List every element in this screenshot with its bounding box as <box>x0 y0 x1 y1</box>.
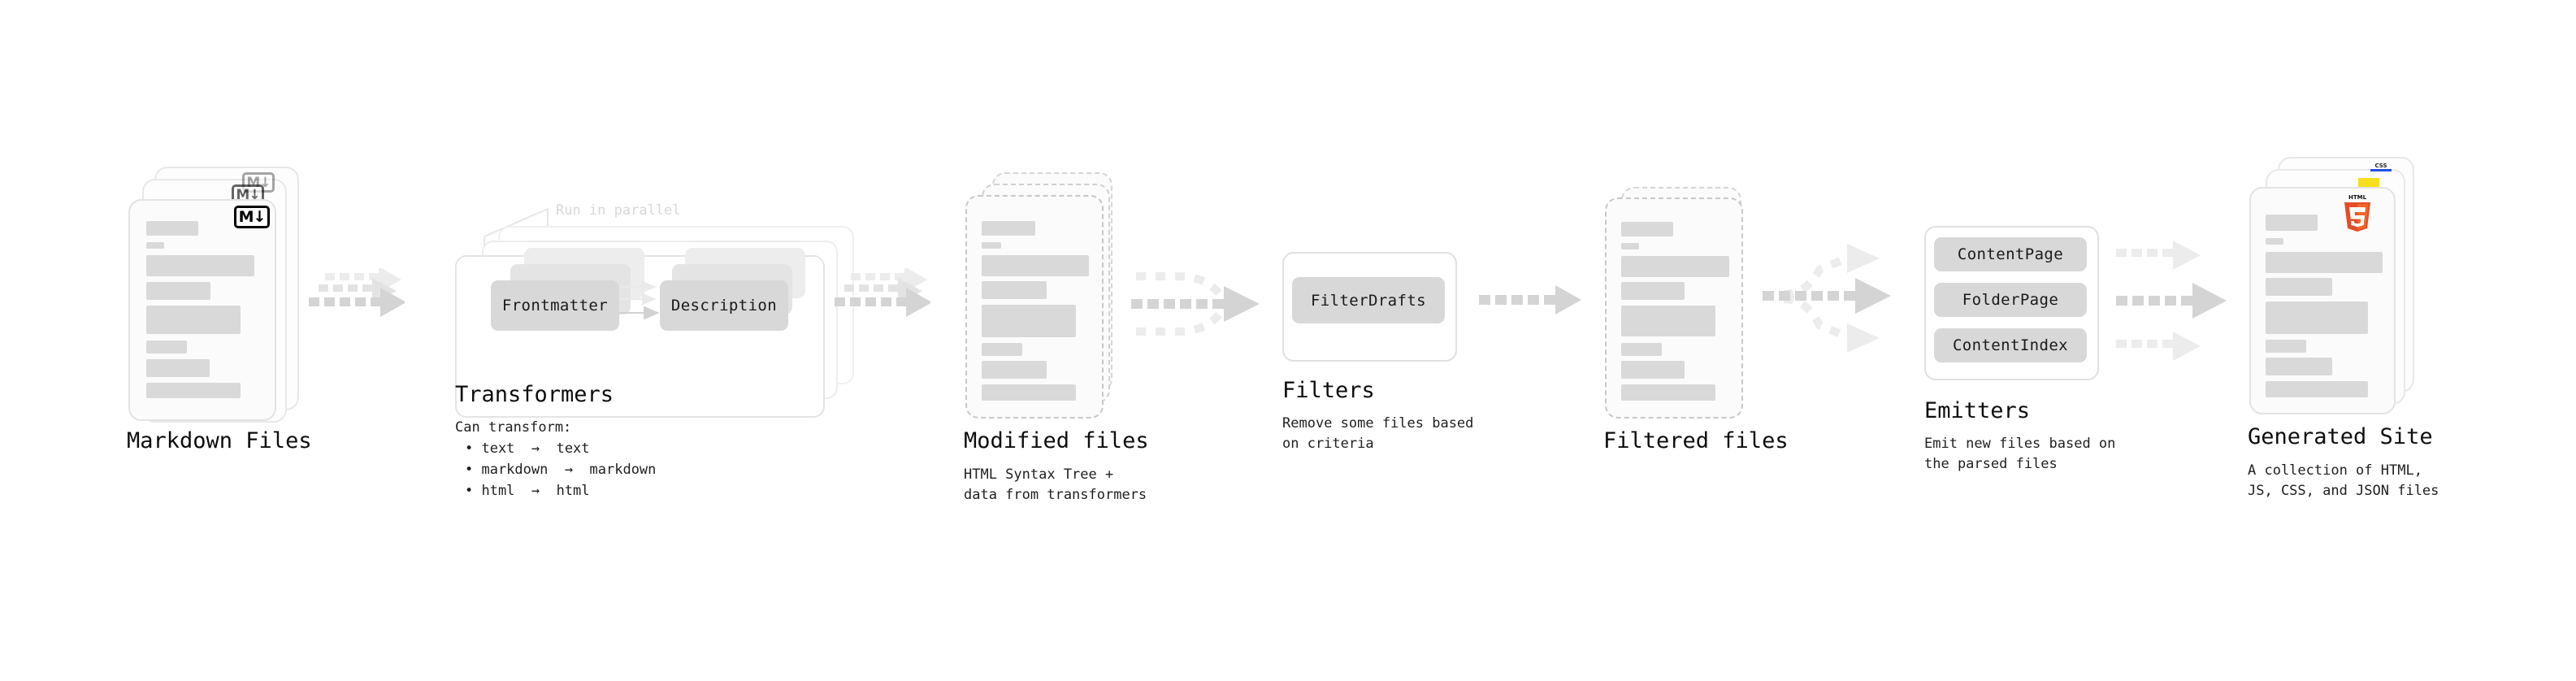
css3-icon: CSS <box>2370 163 2392 171</box>
placeholder-bar <box>146 359 210 377</box>
filters-title: Filters <box>1282 378 1375 403</box>
placeholder-bar <box>1621 282 1685 300</box>
placeholder-bar <box>146 221 198 236</box>
generated-title: Generated Site <box>2248 424 2433 449</box>
arrow-emitters-to-generated <box>2113 234 2255 368</box>
filters-subtitle-2: on criteria <box>1282 436 1374 452</box>
emitters-subtitle-2: the parsed files <box>1924 456 2058 472</box>
placeholder-bar <box>1621 343 1662 356</box>
placeholder-bar <box>1621 243 1639 249</box>
placeholder-bar <box>146 255 254 276</box>
modified-subtitle-2: data from transformers <box>964 487 1147 503</box>
emitter-chip-contentpage[interactable]: ContentPage <box>1934 237 2087 271</box>
placeholder-bar <box>982 255 1089 276</box>
filter-chip-filterdrafts[interactable]: FilterDrafts <box>1292 277 1445 323</box>
placeholder-bar <box>982 281 1047 299</box>
emitter-chip-contentindex[interactable]: ContentIndex <box>1934 328 2087 362</box>
placeholder-bar <box>2266 301 2368 334</box>
placeholder-bar <box>1621 384 1715 401</box>
placeholder-bar <box>982 305 1076 337</box>
transformers-bullet-2: • markdown → markdown <box>465 462 657 478</box>
transformer-chip-frontmatter[interactable]: Frontmatter <box>491 280 619 331</box>
arrow-filtered-to-emitters <box>1759 236 1914 358</box>
transformers-title: Transformers <box>455 382 614 407</box>
emitters-subtitle-1: Emit new files based on <box>1924 436 2116 452</box>
transformers-subtitle-head: Can transform: <box>455 419 572 436</box>
filtered-title: Filtered files <box>1603 428 1789 453</box>
placeholder-bar <box>1621 306 1715 336</box>
arrow-modified-to-filters <box>1121 258 1272 356</box>
placeholder-bar <box>982 361 1047 379</box>
placeholder-bar <box>2266 238 2283 245</box>
placeholder-bar <box>1621 222 1673 236</box>
emitters-title: Emitters <box>1924 398 2031 423</box>
placeholder-bar <box>146 242 164 249</box>
placeholder-bar <box>1621 361 1685 379</box>
html5-icon: HTML <box>2340 193 2374 233</box>
transformers-bullet-3: • html → html <box>465 483 590 499</box>
transformers-bullet-1: • text → text <box>465 440 590 457</box>
placeholder-bar <box>982 242 1001 249</box>
placeholder-bar <box>146 282 210 300</box>
modified-title: Modified files <box>964 428 1149 453</box>
parallel-note: Run in parallel <box>556 202 681 219</box>
markdown-icon: M↓ <box>234 206 270 228</box>
svg-text:HTML: HTML <box>2348 194 2367 201</box>
arrow-markdown-to-transformers <box>307 267 406 333</box>
markdown-card-front <box>128 199 276 421</box>
filters-subtitle-1: Remove some files based <box>1282 415 1474 432</box>
placeholder-bar <box>2266 358 2332 375</box>
placeholder-bar <box>2266 278 2332 296</box>
placeholder-bar <box>982 343 1022 356</box>
arrow-filters-to-filtered <box>1477 283 1583 332</box>
emitter-chip-folderpage[interactable]: FolderPage <box>1934 283 2087 317</box>
generated-subtitle-1: A collection of HTML, <box>2248 462 2422 479</box>
generated-card-front <box>2249 187 2396 414</box>
placeholder-bar <box>146 306 241 334</box>
generated-subtitle-2: JS, CSS, and JSON files <box>2248 483 2439 499</box>
markdown-title: Markdown Files <box>127 428 312 453</box>
placeholder-bar <box>2266 215 2318 231</box>
placeholder-bar <box>146 383 241 398</box>
modified-subtitle-1: HTML Syntax Tree + <box>964 466 1114 483</box>
placeholder-bar <box>1621 256 1729 277</box>
filtered-card-front <box>1605 197 1743 419</box>
placeholder-bar <box>2266 381 2368 397</box>
placeholder-bar <box>146 340 187 354</box>
transformer-chip-description[interactable]: Description <box>660 280 788 331</box>
placeholder-bar <box>982 384 1076 401</box>
placeholder-bar <box>982 221 1035 236</box>
placeholder-bar <box>2266 252 2383 273</box>
placeholder-bar <box>2266 340 2306 353</box>
modified-card-front <box>965 195 1104 419</box>
